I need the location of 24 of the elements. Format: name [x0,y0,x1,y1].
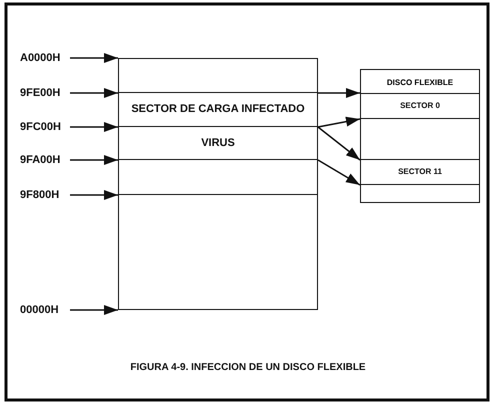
disk-sector: SECTOR 11 [361,160,479,184]
arrow [70,53,118,63]
address-label: A0000H [20,51,68,65]
address-label: 9FA00H [20,153,68,167]
caption: FIGURA 4-9. INFECCION DE UN DISCO FLEXIBLE [130,362,366,373]
address-label: 9FE00H [20,86,68,100]
disk-sector: SECTOR 0 [361,92,479,118]
table-header: DISCO FLEXIBLE [386,76,454,88]
arrow [70,305,118,315]
address-label: 9F800H [20,188,68,202]
arrow [70,122,118,132]
arrow [70,190,118,200]
arrow [318,126,360,161]
memory-map-box [118,58,318,310]
memory-block: VIRUS [119,126,317,160]
arrow [70,88,118,98]
address-label: 9FC00H [20,120,68,134]
arrow [318,88,360,98]
address-label: 00000H [20,303,68,317]
memory-block: SECTOR DE CARGA INFECTADO [119,92,317,126]
arrow [318,159,360,186]
arrow [70,155,118,165]
disk-table [360,69,480,203]
arrow [318,116,360,128]
